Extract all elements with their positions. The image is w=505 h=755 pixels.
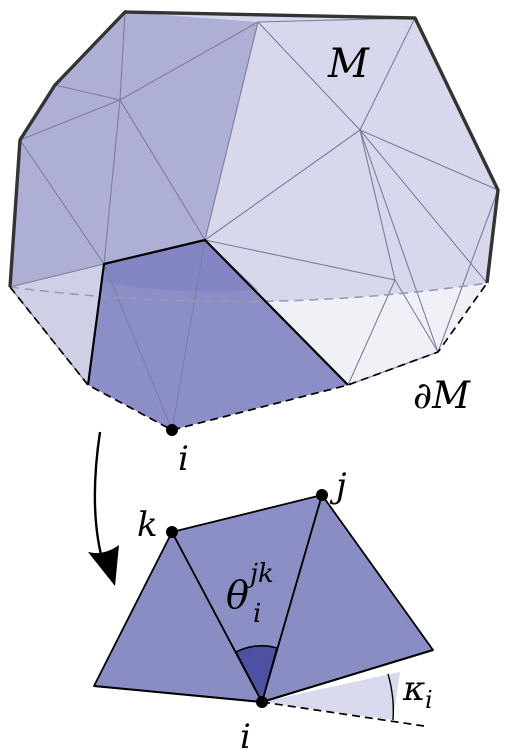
label-curvature-sub: i [425, 686, 433, 714]
mesh-boundary-dashed [9, 282, 488, 431]
mesh-horizon-dashed [9, 282, 488, 303]
curvature-wedge [262, 672, 400, 720]
curved-arrow-icon [88, 431, 119, 586]
triangle-fan [93, 489, 434, 727]
vertex-k-dot [166, 526, 178, 538]
angle-sector [235, 645, 278, 703]
mesh-silhouette [8, 10, 500, 288]
label-boundary: ∂M [413, 374, 471, 417]
vertex-j-dot [316, 489, 328, 501]
label-angle-sub: i [253, 599, 261, 629]
mesh-left-lower-region [10, 264, 104, 385]
mesh-edges [9, 11, 499, 431]
vertex-top-dot [166, 424, 178, 436]
curvature-dashed-edge [261, 701, 425, 727]
label-curvature-base: κ [402, 669, 425, 709]
label-surface-m: M [327, 41, 370, 87]
label-vertex-top-i: i [178, 439, 189, 479]
label-vertex-k: k [137, 505, 158, 545]
label-angle-base: θ [226, 573, 249, 617]
vertex-star-outline [86, 238, 349, 386]
label-vertex-j: j [329, 466, 347, 506]
label-vertex-i: i [240, 717, 251, 755]
curvature-arc [387, 673, 395, 721]
mesh-front-dark-region [10, 12, 258, 287]
surface-mesh [8, 10, 500, 436]
vertex-i-dot [256, 696, 268, 708]
label-angle-sup: jk [245, 559, 274, 589]
vertex-star-upper-shade [104, 240, 258, 292]
